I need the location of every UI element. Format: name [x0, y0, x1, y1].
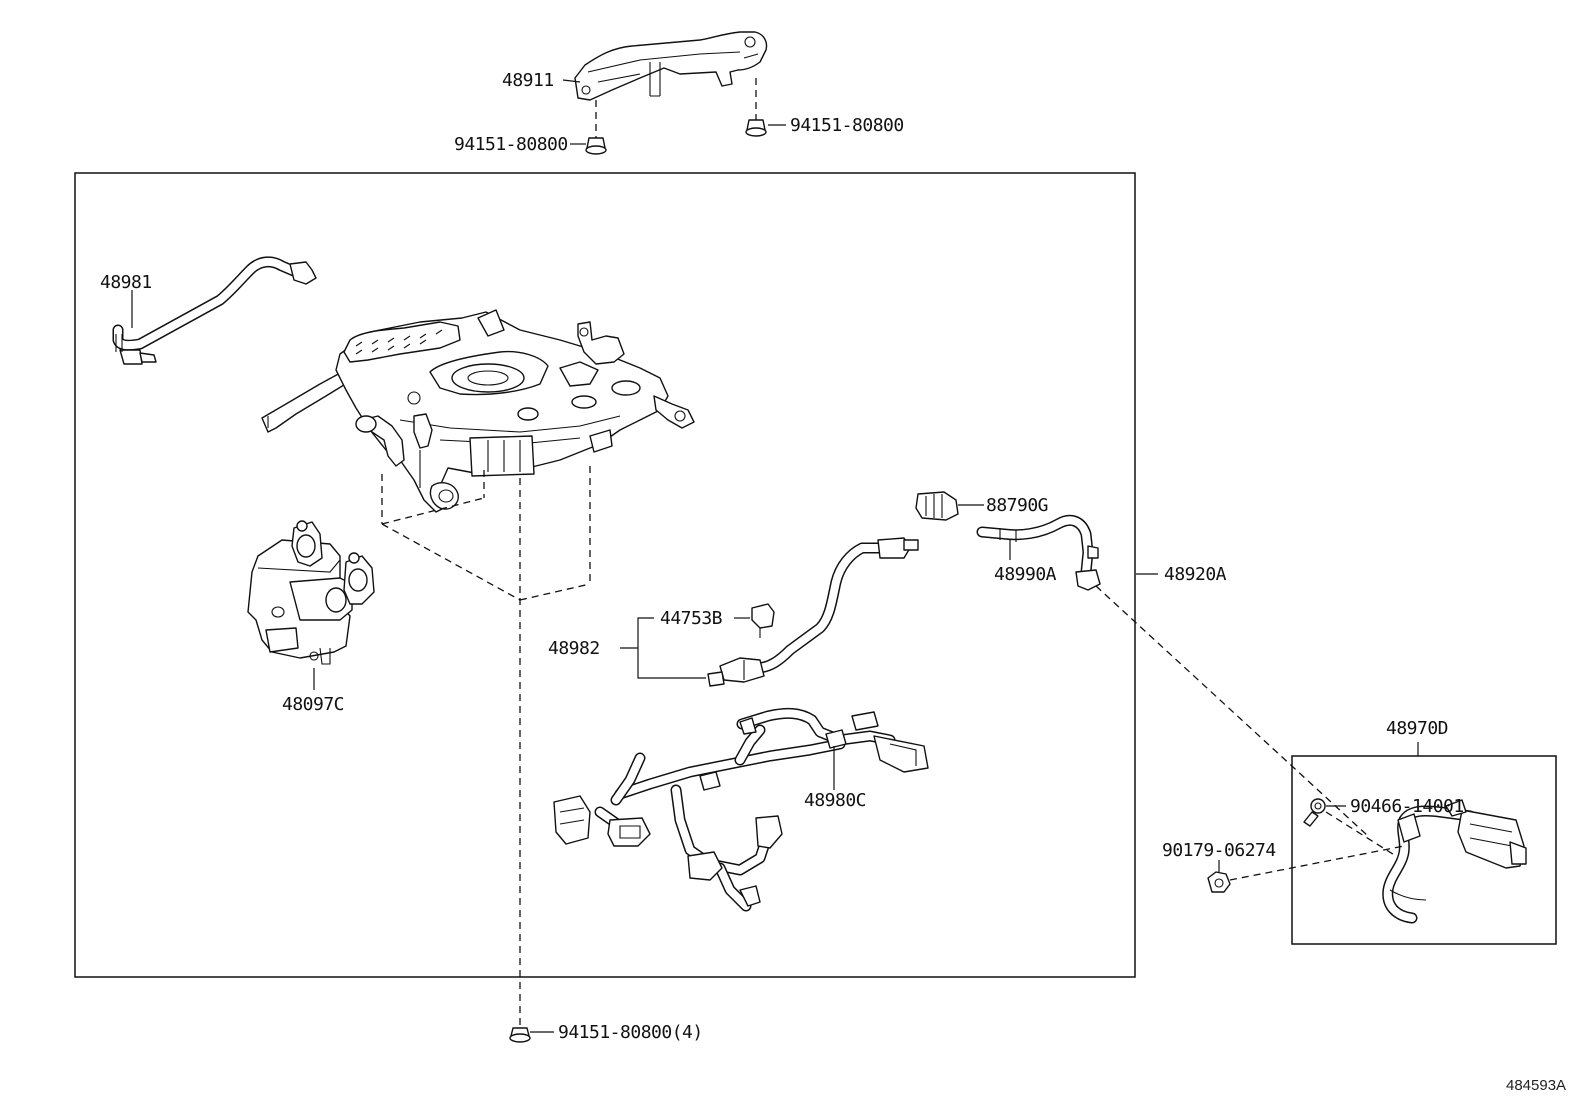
leader-48911	[562, 79, 581, 83]
clip-90466-icon	[1303, 798, 1326, 827]
bolt-top-left-icon	[585, 137, 607, 155]
body-mount-dash-lines	[381, 466, 591, 1028]
hose-sensor-48970D-drawing	[1382, 799, 1527, 924]
bolt-bottom-icon	[509, 1027, 531, 1043]
label-48970D: 48970D	[1386, 718, 1448, 739]
label-bolt-top-left: 94151-80800	[454, 134, 568, 155]
clip-44753B-icon	[751, 603, 775, 638]
bracket-48911-drawing	[574, 31, 768, 101]
wire-harness-48980C-drawing	[553, 707, 929, 912]
sensor-wire-48981-drawing	[112, 256, 317, 365]
label-48911: 48911	[502, 70, 554, 91]
sensor-wire-48982-drawing	[707, 537, 919, 687]
label-48982: 48982	[548, 638, 600, 659]
label-48981: 48981	[100, 272, 152, 293]
label-44753B: 44753B	[660, 608, 722, 629]
connector-88790G-icon	[915, 491, 959, 521]
leader-48982	[620, 617, 706, 679]
label-90179: 90179-06274	[1162, 840, 1276, 861]
label-bolt-top-right: 94151-80800	[790, 115, 904, 136]
label-bolt-bottom: 94151-80800(4)	[558, 1022, 703, 1043]
label-48920A: 48920A	[1164, 564, 1227, 585]
assembly-box-48970D	[1291, 755, 1557, 945]
dash-90466	[1325, 811, 1397, 857]
dash-48990A-to-48970D	[1095, 585, 1369, 837]
dash-90179	[1229, 845, 1405, 881]
bolt-top-right-icon	[745, 119, 767, 137]
label-48097C: 48097C	[282, 694, 344, 715]
nut-90179-icon	[1207, 871, 1231, 893]
valve-48097C-drawing	[247, 520, 375, 665]
label-48990A: 48990A	[994, 564, 1057, 585]
hose-48990A-drawing	[976, 514, 1101, 591]
diagram-reference-id: 484593A	[1506, 1077, 1566, 1094]
label-48980C: 48980C	[804, 790, 866, 811]
valve-body-assembly-drawing	[261, 309, 695, 513]
assembly-box-48920A	[74, 172, 1136, 978]
label-88790G: 88790G	[986, 495, 1048, 516]
label-90466: 90466-14001	[1350, 796, 1464, 817]
